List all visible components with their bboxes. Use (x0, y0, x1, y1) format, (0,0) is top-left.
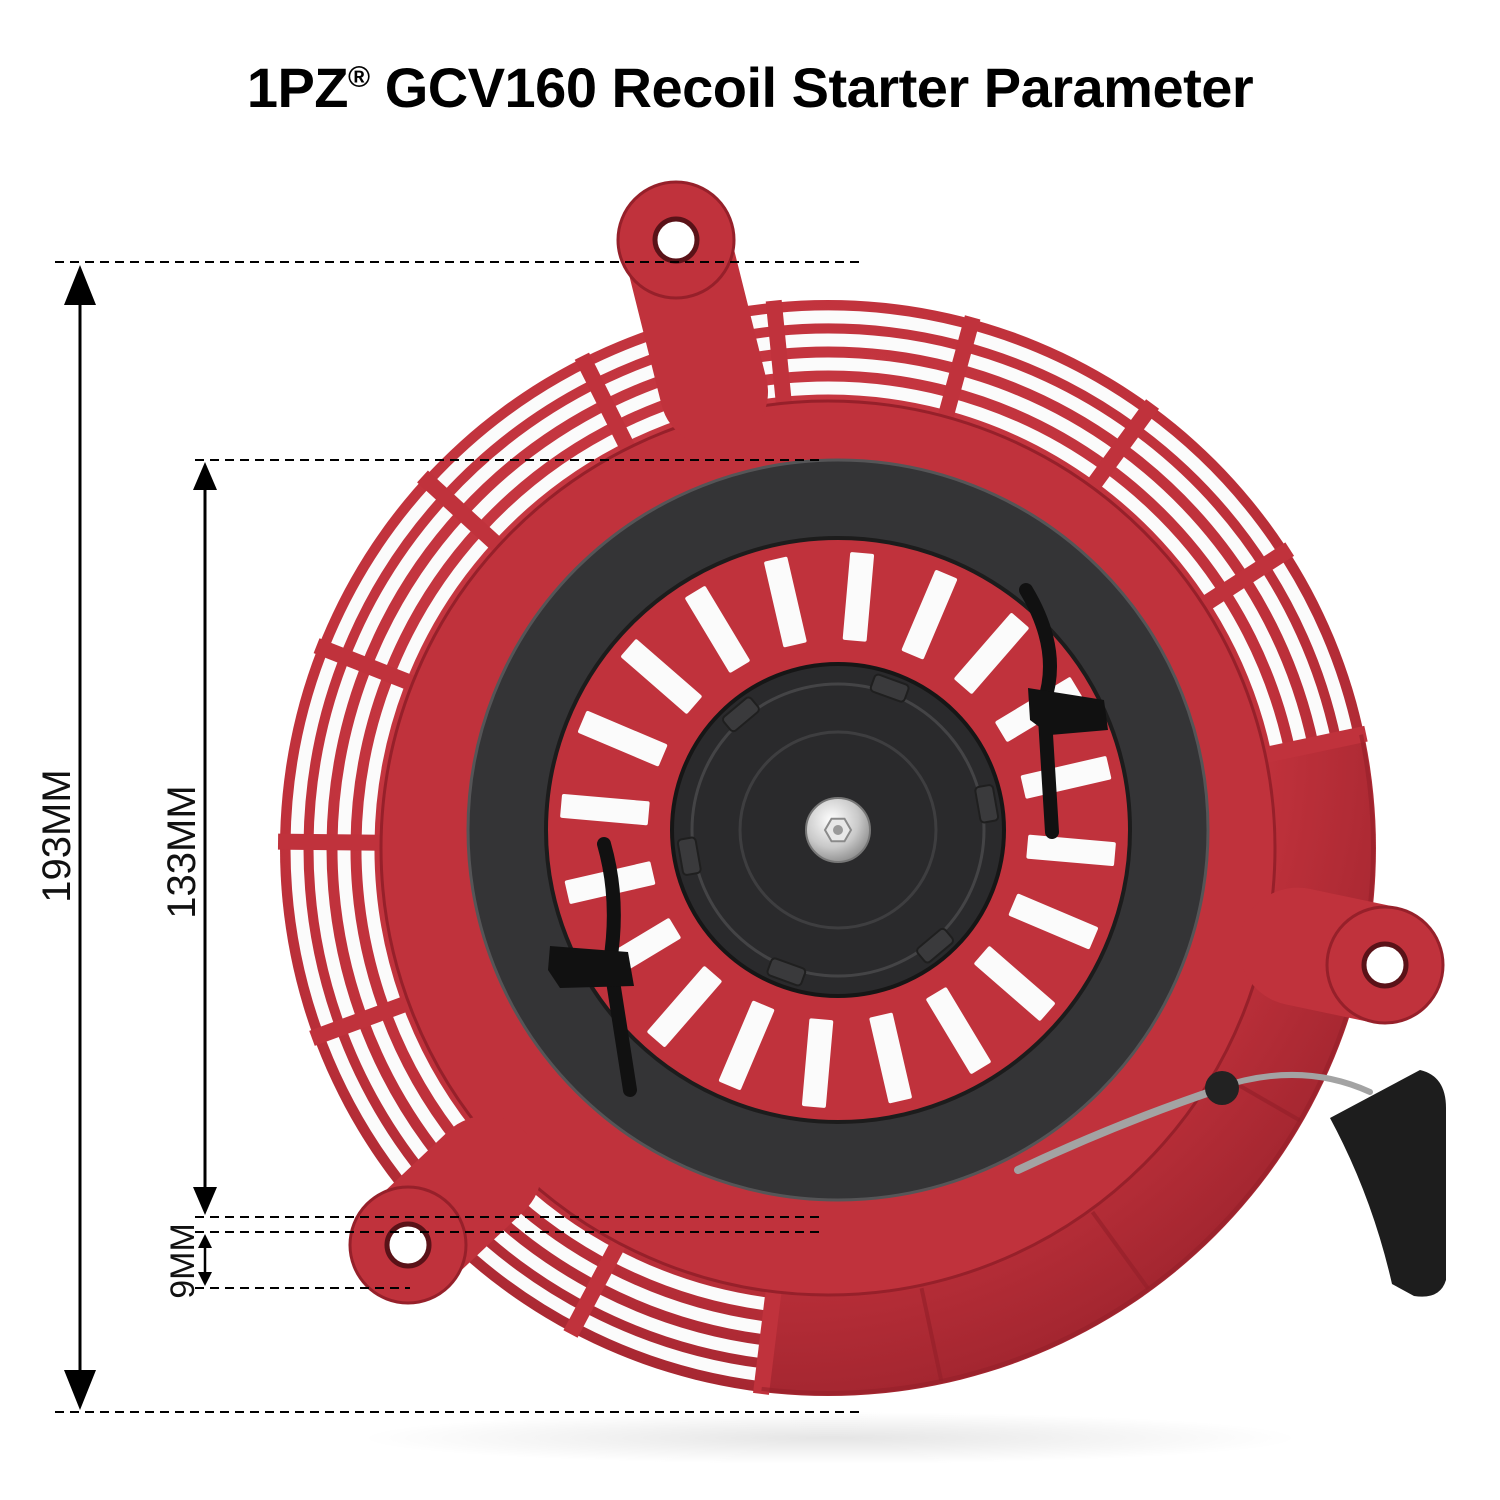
mounting-hole-icon (1361, 941, 1409, 989)
hub-ring (738, 730, 938, 930)
grille-spoke (417, 470, 505, 553)
pulley-slot (560, 793, 650, 826)
pulley-slot (1008, 893, 1098, 950)
screw-socket (833, 825, 843, 835)
pulley-slot (954, 613, 1029, 694)
pulley-slot (578, 710, 668, 767)
page-title: 1PZ® GCV160 Recoil Starter Parameter (0, 60, 1500, 116)
pulley-slot (621, 639, 702, 714)
arrow-up-icon (198, 1234, 212, 1248)
hub-tab (869, 673, 910, 703)
panel-rib (1090, 1210, 1150, 1291)
pull-handle (1330, 1070, 1446, 1297)
grille-spoke (574, 352, 636, 453)
title-brand: 1PZ (246, 56, 349, 119)
overall-height-label: 193MM (35, 769, 79, 902)
pulley-slot (842, 552, 875, 642)
pulley-slot (1026, 834, 1116, 867)
dimension-overall-height: 193MM (35, 261, 860, 1413)
floor-shadow (360, 1412, 1300, 1464)
hub-tab (722, 696, 760, 733)
hub-tab (766, 957, 807, 987)
housing-rim (761, 734, 1375, 1395)
grille-spoke (563, 1238, 627, 1338)
arrow-down-icon (198, 1272, 212, 1286)
pawl-foot (548, 946, 634, 988)
arrow-down-icon (193, 1187, 217, 1215)
pawl-foot (1028, 688, 1108, 735)
arrow-up-icon (193, 462, 217, 490)
grille-spoke (765, 299, 792, 405)
grille-spoke (277, 833, 383, 851)
pulley-slot (685, 586, 750, 673)
hub-tab (916, 927, 954, 964)
title-text: GCV160 Recoil Starter Parameter (384, 56, 1254, 119)
pulley-slot (926, 987, 991, 1074)
pulley-slot (647, 966, 722, 1047)
dimension-inner-disc: 133MM (160, 459, 820, 1218)
rope-guide (1205, 1071, 1239, 1105)
hub-tab (974, 784, 1000, 824)
grille-spoke (1198, 542, 1295, 613)
pulley-slot (974, 946, 1055, 1021)
hub-ring (690, 682, 986, 978)
hub-tab (676, 836, 702, 876)
mounting-hole-icon (384, 1221, 432, 1269)
arrow-down-icon (64, 1370, 96, 1410)
grille-spoke (313, 638, 417, 692)
registered-mark: ® (348, 61, 370, 94)
grille-spoke (753, 1289, 782, 1395)
pulley-slot (718, 1000, 775, 1090)
recoil-starter (277, 180, 1446, 1464)
arrow-up-icon (64, 265, 96, 305)
mounting-hole-icon (652, 216, 700, 264)
pulley-slot (801, 1018, 834, 1108)
grille-spoke (309, 994, 413, 1046)
grille-spoke (1262, 725, 1368, 764)
inner-disc-label: 133MM (160, 785, 204, 918)
offset-label: 9MM (164, 1223, 202, 1299)
pulley-slot (869, 1012, 912, 1104)
grille-spoke (937, 315, 981, 420)
pulley-slot (901, 570, 958, 660)
grille-spoke (1084, 399, 1160, 493)
panel-rib (919, 1287, 944, 1382)
pulley-slot (764, 556, 807, 648)
dimension-offset: 9MM (164, 1223, 820, 1299)
starter-rope (1014, 1084, 1226, 1174)
